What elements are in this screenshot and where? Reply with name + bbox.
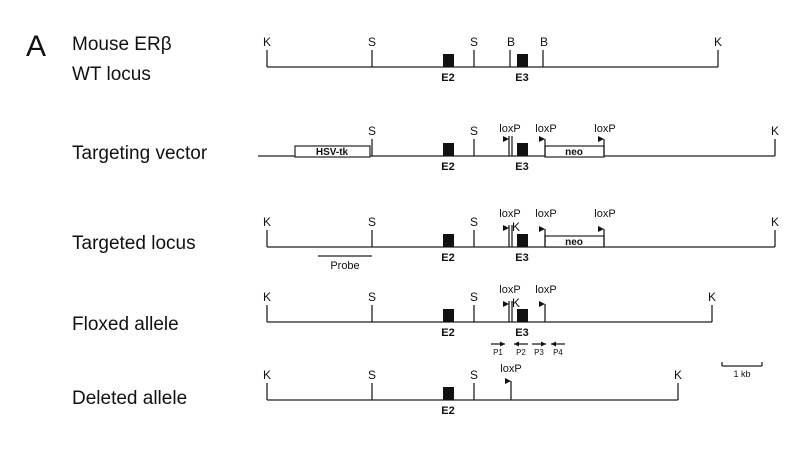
da-loxp-label: loxP (500, 363, 521, 375)
fa-primer-p3-arrowhead (541, 341, 546, 347)
fa-loxp-triangle (539, 301, 545, 307)
fa-site-label: K (512, 296, 520, 310)
tl-neo-label: neo (565, 237, 583, 248)
fa-site-label: S (470, 290, 478, 304)
fa-primer-label: P1 (493, 348, 503, 357)
da-loxp-triangle (505, 378, 511, 384)
fa-loxp-label: loxP (535, 284, 556, 296)
tl-loxp-triangle (598, 226, 604, 232)
fa-primer-p1-arrowhead (500, 341, 505, 347)
wt-site-label: S (470, 35, 478, 49)
wt-exon-label: E2 (441, 72, 454, 84)
fa-exon-e3 (517, 309, 528, 322)
row-label-floxed-allele: Floxed allele (72, 314, 179, 335)
tv-site-label: K (771, 124, 779, 138)
row-floxed-allele: Floxed allele K S S K K loxP loxP E2 E3 (72, 284, 716, 357)
row-targeted-locus: Targeted locus neo K S S K K loxP loxP l… (72, 208, 779, 272)
tv-loxp-label: loxP (535, 123, 556, 135)
tl-exon-label: E2 (441, 252, 454, 264)
tv-hsv-tk-box (294, 145, 371, 158)
wt-site-label: K (263, 35, 271, 49)
fa-site-label: K (263, 290, 271, 304)
tv-loxp-label: loxP (594, 123, 615, 135)
row-deleted-allele: Deleted allele K S S K loxP E2 (72, 363, 682, 417)
tl-loxp-triangle (539, 226, 545, 232)
fa-exon-e2 (443, 309, 454, 322)
scale-bar-label: 1 kb (733, 369, 750, 379)
da-site-label: S (368, 368, 376, 382)
fa-exon-label: E2 (441, 327, 454, 339)
tv-site-label: S (470, 124, 478, 138)
row-label-deleted-allele: Deleted allele (72, 388, 187, 409)
tv-hsv-tk-label: HSV-tk (316, 147, 349, 158)
fa-primer-p4-arrowhead (551, 341, 556, 347)
tl-loxp-label: loxP (535, 208, 556, 220)
da-exon-label: E2 (441, 405, 454, 417)
row-label-targeted-locus: Targeted locus (72, 233, 196, 254)
tl-loxp-label: loxP (499, 208, 520, 220)
tv-exon-label: E3 (515, 161, 528, 173)
tl-site-label: K (512, 220, 520, 234)
tv-neo-label: neo (565, 147, 583, 158)
row-wt-locus: Mouse ERβ WT locus K S S B B K E2 E3 (72, 34, 722, 85)
row-targeting-vector: Targeting vector HSV-tk neo S S K loxP l… (72, 123, 779, 173)
row-label-wt-line1: Mouse ERβ (72, 34, 172, 55)
fa-site-label: K (708, 290, 716, 304)
tv-loxp-triangle (503, 136, 509, 142)
tl-loxp-label: loxP (594, 208, 615, 220)
fa-primer-label: P3 (534, 348, 544, 357)
tv-exon-e3 (517, 143, 528, 156)
wt-exon-e3 (517, 54, 528, 67)
tl-site-label: S (470, 215, 478, 229)
fa-loxp-label: loxP (499, 284, 520, 296)
wt-site-label: B (507, 35, 515, 49)
da-site-label: K (263, 368, 271, 382)
da-exon-e2 (443, 387, 454, 400)
wt-exon-label: E3 (515, 72, 528, 84)
tv-exon-label: E2 (441, 161, 454, 173)
da-site-label: S (470, 368, 478, 382)
fa-site-label: S (368, 290, 376, 304)
tl-site-label: S (368, 215, 376, 229)
tv-loxp-triangle (539, 136, 545, 142)
tl-site-label: K (771, 215, 779, 229)
tl-exon-label: E3 (515, 252, 528, 264)
wt-site-label: B (540, 35, 548, 49)
tv-loxp-triangle (598, 136, 604, 142)
tl-loxp-triangle (503, 225, 509, 231)
panel-label: A (26, 30, 46, 63)
scale-bar: 1 kb (721, 362, 763, 379)
wt-site-label: S (368, 35, 376, 49)
tl-site-label: K (263, 215, 271, 229)
tv-site-label: S (368, 124, 376, 138)
da-site-label: K (674, 368, 682, 382)
tl-exon-e3 (517, 234, 528, 247)
tv-exon-e2 (443, 143, 454, 156)
row-label-targeting-vector: Targeting vector (72, 143, 208, 164)
fa-loxp-triangle (503, 301, 509, 307)
tv-loxp-label: loxP (499, 123, 520, 135)
fa-primer-label: P2 (516, 348, 526, 357)
tl-exon-e2 (443, 234, 454, 247)
wt-site-label: K (714, 35, 722, 49)
row-label-wt-line2: WT locus (72, 64, 151, 85)
fa-primer-p2-arrowhead (514, 341, 519, 347)
wt-exon-e2 (443, 54, 454, 67)
fa-primer-label: P4 (553, 348, 563, 357)
tl-probe-label: Probe (330, 260, 359, 272)
fa-exon-label: E3 (515, 327, 528, 339)
